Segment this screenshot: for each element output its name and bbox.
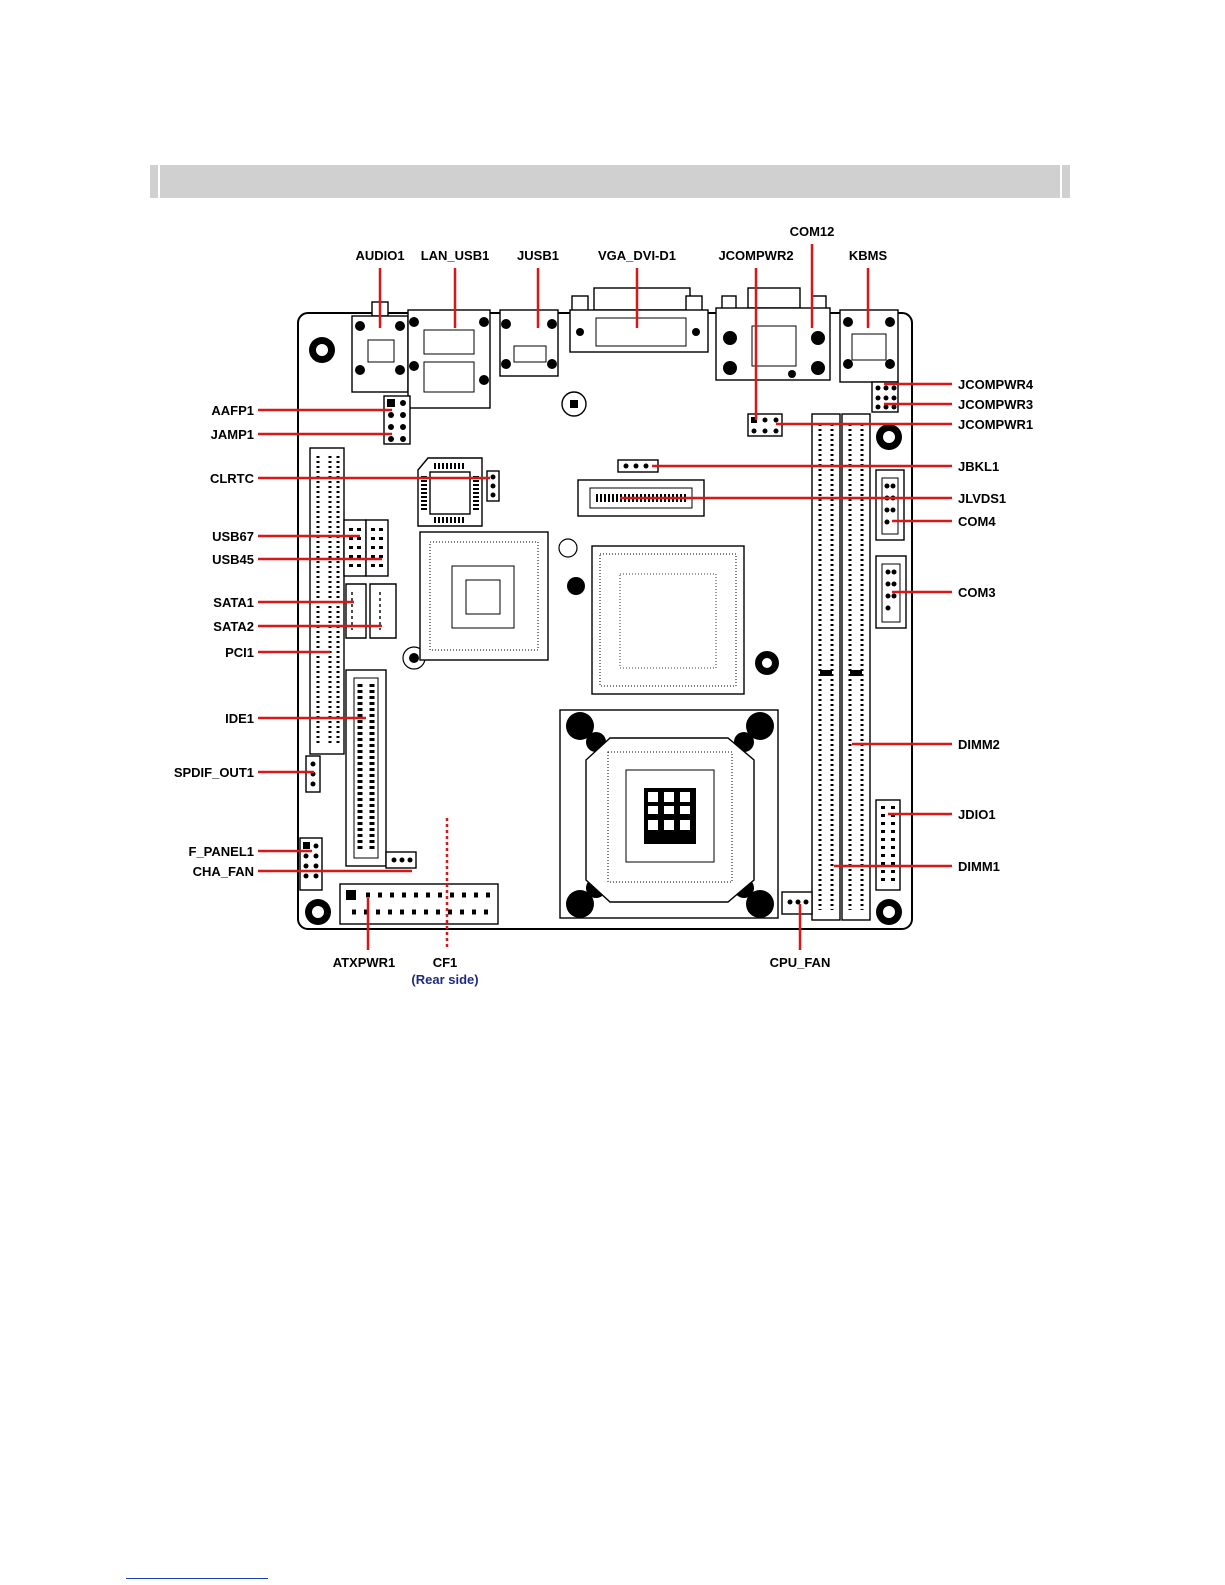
- buzzer: [562, 392, 586, 416]
- clrtc-jumper: [487, 471, 499, 501]
- lan-usb1-connector: [408, 310, 490, 408]
- jcompwr4-jcompwr3-headers: [872, 382, 898, 412]
- f-panel1-header: [300, 838, 322, 890]
- sata-connectors: [346, 584, 396, 638]
- north-bridge-chip: [420, 532, 548, 660]
- label-com12: COM12: [790, 224, 835, 239]
- label-jbkl1: JBKL1: [958, 459, 999, 474]
- label-spdif-out1: SPDIF_OUT1: [174, 765, 254, 780]
- label-jcompwr4: JCOMPWR4: [958, 377, 1034, 392]
- cpu-fan-header: [782, 892, 812, 914]
- label-jcompwr1: JCOMPWR1: [958, 417, 1033, 432]
- label-cf1: CF1: [433, 955, 458, 970]
- footer-rule: [126, 1578, 268, 1579]
- label-jdio1: JDIO1: [958, 807, 996, 822]
- label-jamp1: JAMP1: [211, 427, 254, 442]
- label-usb67: USB67: [212, 529, 254, 544]
- vga-dvi-d1-connector: [570, 288, 708, 352]
- label-usb45: USB45: [212, 552, 254, 567]
- label-dimm1: DIMM1: [958, 859, 1000, 874]
- label-cha-fan: CHA_FAN: [193, 864, 254, 879]
- label-jcompwr3: JCOMPWR3: [958, 397, 1033, 412]
- spdif-out1-header: [306, 756, 320, 792]
- label-jusb1: JUSB1: [517, 248, 559, 263]
- ide1-connector: [346, 670, 386, 866]
- label-audio1: AUDIO1: [355, 248, 404, 263]
- label-sata2: SATA2: [213, 619, 254, 634]
- usb67-usb45-headers: [344, 520, 388, 576]
- jusb1-connector: [500, 310, 558, 376]
- aafp1-jamp1-header: [384, 396, 410, 444]
- label-jcompwr2: JCOMPWR2: [718, 248, 793, 263]
- cpu-socket: [560, 710, 778, 918]
- bios-chip: [418, 458, 482, 526]
- label-ide1: IDE1: [225, 711, 254, 726]
- label-com4: COM4: [958, 514, 996, 529]
- com4-header: [876, 470, 904, 540]
- label-aafp1: AAFP1: [211, 403, 254, 418]
- label-com3: COM3: [958, 585, 996, 600]
- label-sata1: SATA1: [213, 595, 254, 610]
- label-vga-dvi-d1: VGA_DVI-D1: [598, 248, 676, 263]
- label-pci1: PCI1: [225, 645, 254, 660]
- atxpwr1-connector: [340, 884, 498, 924]
- cpu-chip: [567, 546, 744, 694]
- label-clrtc: CLRTC: [210, 471, 255, 486]
- label-cpu-fan: CPU_FAN: [770, 955, 831, 970]
- label-dimm2: DIMM2: [958, 737, 1000, 752]
- label-f-panel1: F_PANEL1: [189, 844, 255, 859]
- label-atxpwr1: ATXPWR1: [333, 955, 396, 970]
- label-kbms: KBMS: [849, 248, 888, 263]
- label-lan-usb1: LAN_USB1: [421, 248, 490, 263]
- cha-fan-header: [386, 852, 416, 868]
- label-cf1-rear-side: (Rear side): [411, 972, 478, 987]
- label-jlvds1: JLVDS1: [958, 491, 1006, 506]
